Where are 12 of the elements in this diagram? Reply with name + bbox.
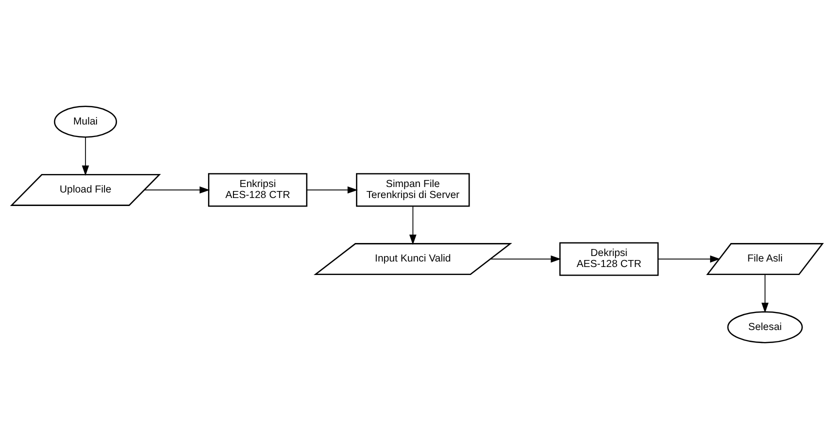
node-ellipse: Mulai — [54, 105, 118, 138]
arrow — [490, 254, 562, 262]
arrow — [144, 186, 210, 194]
node-box: Dekripsi AES-128 CTR — [559, 242, 659, 276]
arrow — [306, 186, 358, 194]
node-box: Enkripsi AES-128 CTR — [208, 172, 308, 206]
arrow — [658, 254, 720, 262]
node-ellipse: Selesai — [727, 310, 803, 343]
node-box: Simpan File Terenkripsi di Server — [356, 172, 470, 206]
arrow — [761, 274, 769, 312]
arrow — [82, 136, 90, 176]
arrow — [409, 206, 416, 244]
